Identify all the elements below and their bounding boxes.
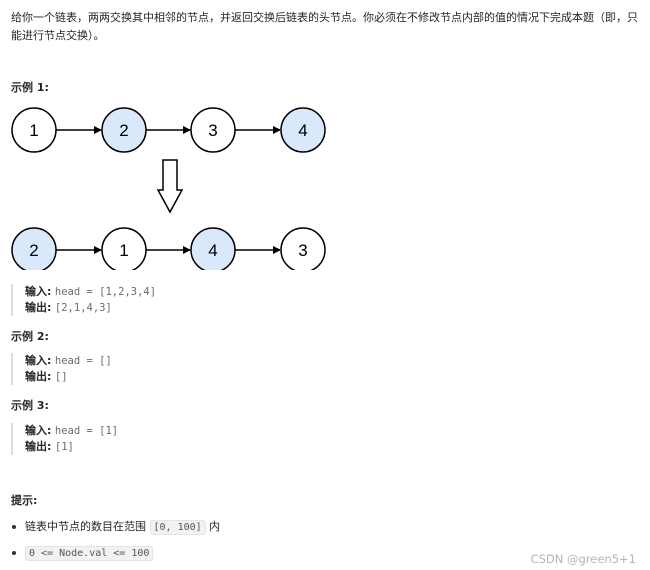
- output-label: 输出:: [25, 301, 52, 314]
- tips-list: 链表中节点的数目在范围 [0, 100] 内 0 <= Node.val <= …: [11, 518, 220, 570]
- tip-text: 链表中节点的数目在范围: [25, 520, 146, 533]
- example-1-io: 输入: head = [1,2,3,4] 输出: [2,1,4,3]: [11, 284, 156, 316]
- input-value: head = []: [54, 355, 112, 367]
- list-node-label: 2: [119, 121, 128, 140]
- list-node-label: 2: [29, 241, 38, 260]
- linked-list-swap-diagram: 1 2 3 4 2 1 4 3: [11, 107, 326, 270]
- output-value: [1]: [54, 441, 74, 453]
- example-1-title: 示例 1:: [11, 81, 49, 94]
- example-2-io: 输入: head = [] 输出: []: [11, 353, 112, 385]
- list-node: [280, 227, 326, 270]
- input-value: head = [1]: [54, 425, 119, 437]
- output-label: 输出:: [25, 440, 52, 453]
- input-value: head = [1,2,3,4]: [54, 286, 157, 298]
- list-item: 链表中节点的数目在范围 [0, 100] 内: [11, 518, 220, 544]
- problem-description: 给你一个链表，两两交换其中相邻的节点，并返回交换后链表的头节点。你必须在不修改节…: [11, 11, 638, 42]
- after-list: 2 1 4 3: [11, 227, 326, 270]
- output-value: []: [54, 371, 68, 383]
- input-label: 输入:: [25, 285, 52, 298]
- down-arrow-icon: [156, 159, 184, 214]
- input-label: 输入:: [25, 424, 52, 437]
- example-3-title: 示例 3:: [11, 399, 49, 412]
- list-node-label: 3: [208, 121, 217, 140]
- watermark: CSDN @green5+1: [530, 552, 636, 566]
- example-3-io: 输入: head = [1] 输出: [1]: [11, 423, 118, 455]
- output-label: 输出:: [25, 370, 52, 383]
- output-value: [2,1,4,3]: [54, 302, 112, 314]
- example-2-title: 示例 2:: [11, 330, 49, 343]
- list-node-label: 4: [208, 241, 217, 260]
- list-node-label: 1: [119, 241, 128, 260]
- list-item: 0 <= Node.val <= 100: [11, 544, 220, 570]
- list-node-label: 4: [298, 121, 307, 140]
- list-node-label: 1: [29, 121, 38, 140]
- tips-title: 提示:: [11, 494, 38, 507]
- list-node-label: 3: [298, 241, 307, 260]
- inline-code: 0 <= Node.val <= 100: [25, 546, 154, 561]
- before-list: 1 2 3 4: [11, 107, 326, 153]
- tip-text: 内: [209, 520, 221, 533]
- input-label: 输入:: [25, 354, 52, 367]
- inline-code: [0, 100]: [149, 520, 206, 535]
- list-node: [280, 107, 326, 153]
